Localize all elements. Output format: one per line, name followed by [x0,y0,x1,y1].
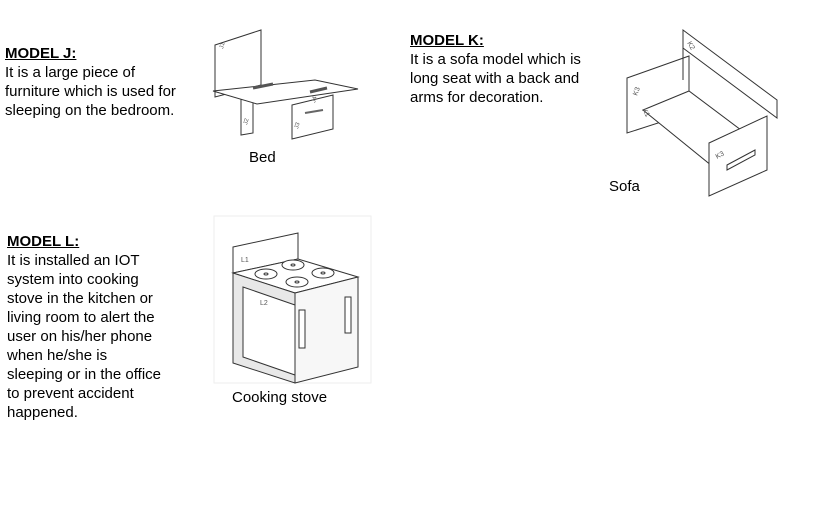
model-k-line-3: arms for decoration. [410,89,544,106]
stove-part-label-l1: L1 [241,257,249,264]
model-l-line-8: to prevent accident [7,385,134,402]
sofa-part-label-k3-left: K3 [632,86,642,97]
model-j-title: MODEL J: [5,45,77,62]
stove-handle-left [298,309,306,349]
model-l-line-5: user on his/her phone [7,328,153,345]
bed-part-label-j2: J2 [243,117,251,125]
model-j-caption: Bed [249,149,276,166]
bed-part-label-j1: J1 [219,41,227,49]
model-j-line-3: sleeping on the bedroom. [5,102,175,119]
sofa-slot [726,149,756,171]
model-j-line-2: furniture which is used for [5,83,176,100]
sofa-part-label-k2: K2 [685,41,695,52]
bed-top-surface [212,79,359,105]
stove-handle-right [344,296,352,334]
bed-drawing: J1 J2 J3 J4 [212,29,359,140]
sofa-part-label-k3-right: K3 [715,151,726,161]
bed-part-label-j3: J3 [294,121,302,129]
sofa-drawing: K2 K3 K1 K3 [626,29,778,197]
model-k-title: MODEL K: [410,32,484,49]
model-l-line-6: when he/she is [7,347,108,364]
model-l-line-1: It is installed an IOT [7,252,140,269]
sofa-arm-right [708,115,768,197]
model-j-line-1: It is a large piece of [5,64,136,81]
model-l-line-7: sleeping or in the office [7,366,161,383]
model-l-title: MODEL L: [7,233,80,250]
model-l-caption: Cooking stove [232,389,328,406]
sofa-back-top [682,29,778,119]
bed-leg-right [291,94,334,140]
stove-drawing: L1 L2 [213,215,372,384]
model-k-line-2: long seat with a back and [410,70,580,87]
model-l-line-2: system into cooking [7,271,139,288]
model-j-description: MODEL J: It is a large piece of furnitur… [5,44,176,120]
model-k-line-1: It is a sofa model which is [410,51,581,68]
bed-part-label-j4: J4 [311,95,319,103]
model-l-line-4: living room to alert the [7,309,155,326]
model-k-caption: Sofa [609,178,640,195]
model-k-description: MODEL K: It is a sofa model which is lon… [410,31,581,107]
sofa-part-label-k1: K1 [640,108,650,119]
model-l-description: MODEL L: It is installed an IOT system i… [7,232,161,422]
stove-part-label-l2: L2 [260,300,268,307]
stove-oven-door [242,286,296,376]
model-l-line-3: stove in the kitchen or [7,290,153,307]
model-l-line-9: happened. [7,404,78,421]
